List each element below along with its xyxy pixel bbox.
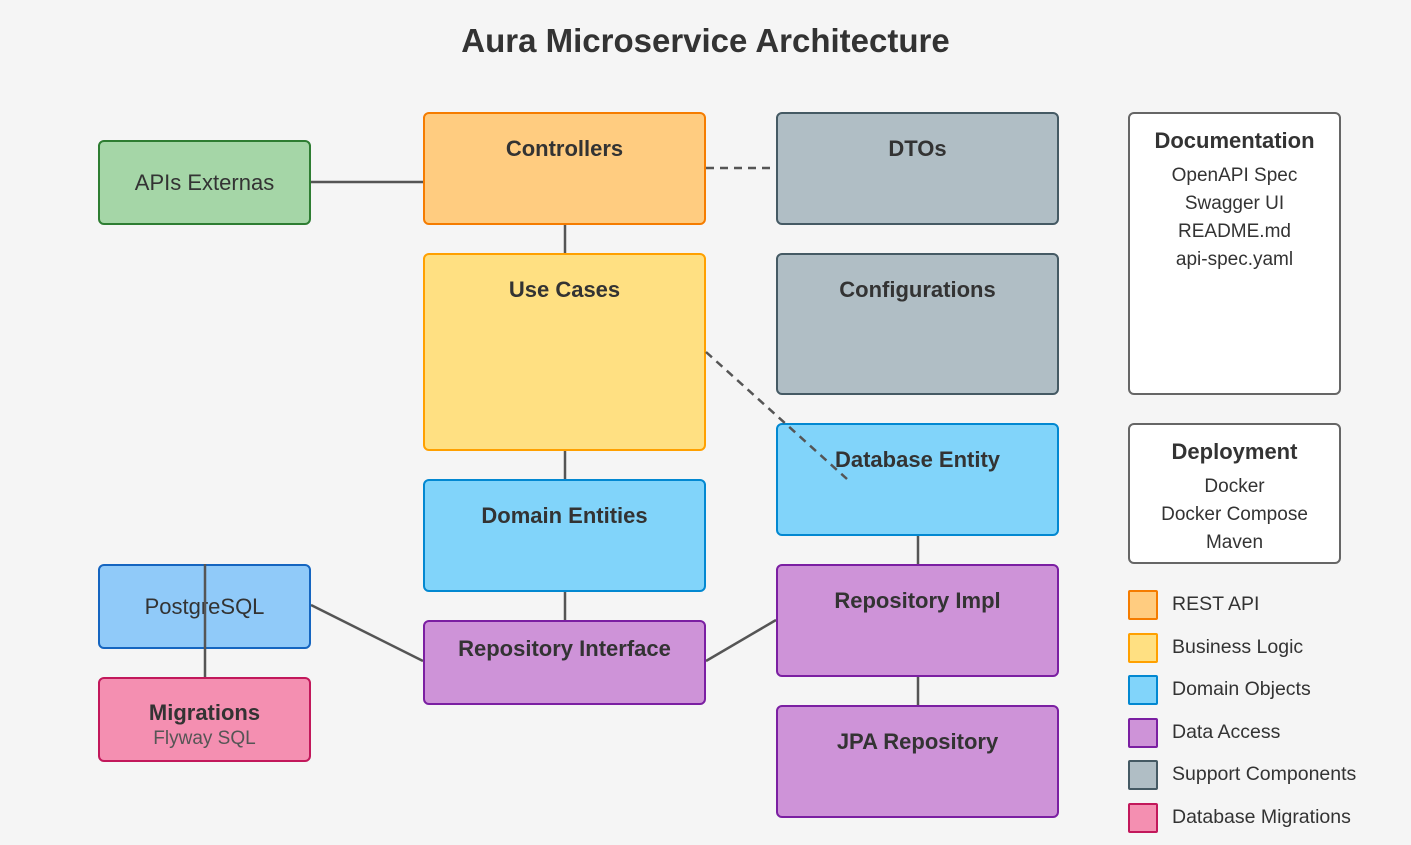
connector-usecases-dbentity xyxy=(705,351,848,480)
legend-label: Business Logic xyxy=(1172,635,1304,658)
database-entity-box[interactable]: Database Entity xyxy=(776,423,1059,536)
configurations-label: Configurations xyxy=(839,277,996,302)
legend-label: Domain Objects xyxy=(1172,678,1311,700)
jpa-repository-box[interactable]: JPA Repository xyxy=(776,705,1059,818)
domain-entities-label: Domain Entities xyxy=(481,503,648,528)
controllers-box[interactable]: Controllers xyxy=(423,112,706,225)
use-cases-box[interactable]: Use Cases xyxy=(423,253,706,451)
connector-postgres-repointerface xyxy=(310,603,424,663)
documentation-item: api-spec.yaml xyxy=(1175,249,1294,270)
documentation-title: Documentation xyxy=(1154,128,1315,153)
use-cases-label: Use Cases xyxy=(508,277,621,302)
legend-swatch xyxy=(1128,717,1158,748)
migrations-sub-label: Flyway SQL xyxy=(153,728,256,749)
repository-interface-box[interactable]: Repository Interface xyxy=(423,620,706,705)
documentation-item: OpenAPI Spec xyxy=(1171,165,1298,186)
migrations-box[interactable]: Migrations Flyway SQL xyxy=(98,677,311,762)
jpa-repository-label: JPA Repository xyxy=(836,729,999,754)
repository-impl-label: Repository Impl xyxy=(834,588,1001,613)
domain-entities-box[interactable]: Domain Entities xyxy=(423,479,706,592)
legend-swatch xyxy=(1128,590,1158,620)
deployment-item: Docker Compose xyxy=(1161,504,1308,525)
database-entity-label: Database Entity xyxy=(834,447,1001,472)
repository-impl-box[interactable]: Repository Impl xyxy=(776,564,1059,677)
documentation-panel: Documentation OpenAPI Spec Swagger UI RE… xyxy=(1128,112,1341,395)
apis-externas-label: APIs Externas xyxy=(134,170,275,195)
connector-repointerface-repoimpl xyxy=(705,618,777,663)
legend-swatch xyxy=(1128,632,1158,663)
deployment-item: Maven xyxy=(1205,532,1264,553)
dtos-label: DTOs xyxy=(888,136,947,161)
legend-swatch xyxy=(1128,802,1158,833)
controllers-label: Controllers xyxy=(505,136,624,161)
legend-swatch xyxy=(1128,760,1158,790)
apis-externas-box[interactable]: APIs Externas xyxy=(98,140,311,225)
configurations-box[interactable]: Configurations xyxy=(776,253,1059,395)
legend-label: Support Components xyxy=(1172,763,1357,785)
deployment-title: Deployment xyxy=(1171,439,1298,464)
repository-interface-label: Repository Interface xyxy=(458,636,671,661)
migrations-label: Migrations xyxy=(148,700,261,725)
legend-label: REST API xyxy=(1172,593,1260,615)
dtos-box[interactable]: DTOs xyxy=(776,112,1059,225)
documentation-item: README.md xyxy=(1178,221,1291,242)
legend-label: Data Access xyxy=(1172,720,1281,743)
legend-label: Database Migrations xyxy=(1172,805,1351,828)
diagram-title: Aura Microservice Architecture xyxy=(461,22,950,59)
deployment-panel: Deployment Docker Docker Compose Maven xyxy=(1128,423,1341,564)
deployment-item: Docker xyxy=(1204,476,1265,497)
documentation-item: Swagger UI xyxy=(1184,193,1285,214)
legend-swatch xyxy=(1128,675,1158,705)
